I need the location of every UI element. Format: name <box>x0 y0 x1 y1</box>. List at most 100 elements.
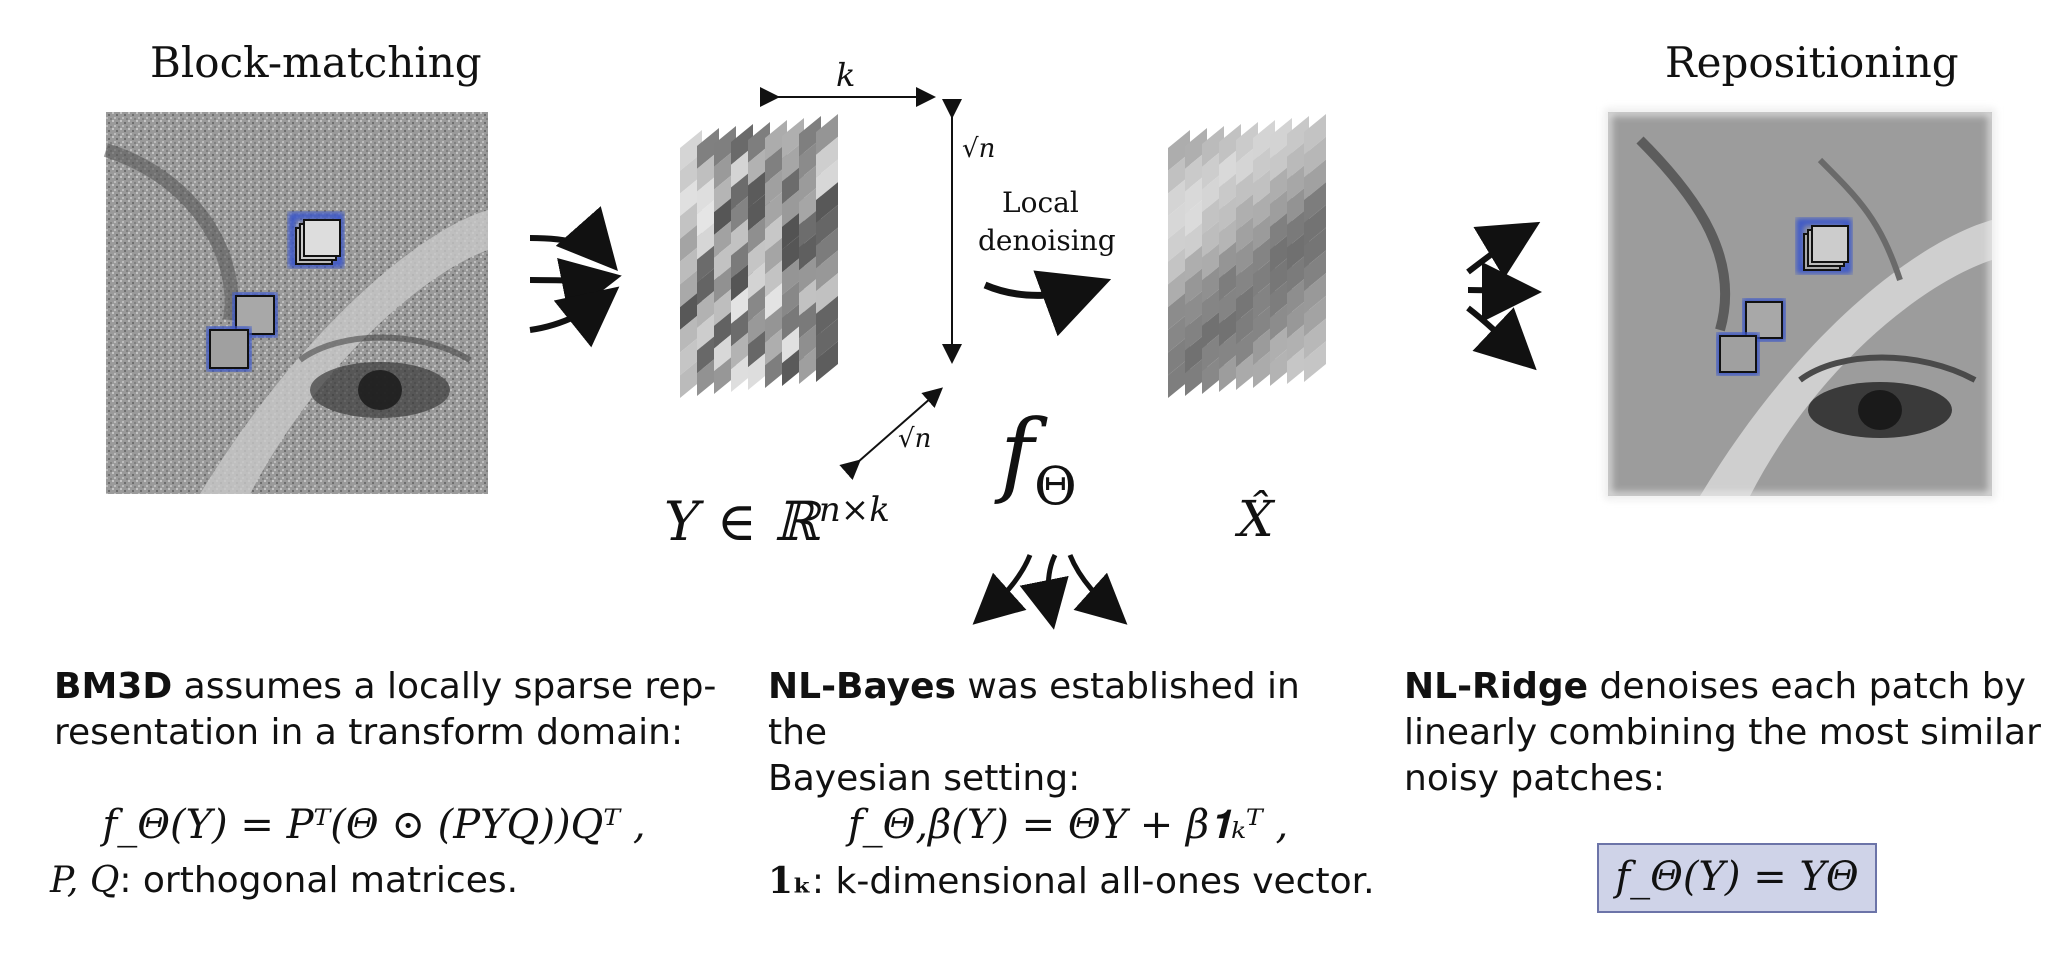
patch-cell <box>1168 198 1190 239</box>
label-k: k <box>836 56 856 94</box>
patch-cell <box>799 161 821 203</box>
patch-cell <box>1270 299 1292 341</box>
f-theta-subscript: Θ <box>1034 457 1077 518</box>
patch-cell <box>816 250 838 292</box>
patch-cell <box>1270 322 1292 364</box>
patch-cell <box>731 351 753 392</box>
patch-cell <box>765 256 787 298</box>
bm3d-text-line1: assumes a locally sparse rep- <box>172 666 717 707</box>
matched-patches-left <box>206 212 344 372</box>
scatter-arrows <box>1466 221 1542 371</box>
patch-cell <box>1304 182 1326 223</box>
patch-cell <box>1236 190 1258 231</box>
patch-cell <box>697 173 719 215</box>
patch-cell <box>1219 328 1241 370</box>
patch-cell <box>714 330 736 372</box>
patch-cell <box>1270 254 1292 296</box>
patch-cell <box>680 311 702 353</box>
label-Y-in-R: Y ∈ ℝn×k <box>664 490 890 553</box>
patch-cell <box>1219 214 1241 256</box>
patch-cell <box>1253 256 1275 298</box>
patch-cell <box>714 216 736 258</box>
nlbayes-note-vars: 𝟏ₖ <box>768 860 812 902</box>
patch-cell <box>1168 152 1190 194</box>
patch-cell <box>799 343 821 384</box>
patch-cell <box>1253 165 1275 207</box>
patch-cell <box>1185 150 1207 192</box>
nlridge-name: NL-Ridge <box>1404 666 1589 707</box>
patch-cell <box>714 285 736 326</box>
patch-cell <box>697 332 719 374</box>
bm3d-equation: f_Θ(Y) = Pᵀ(Θ ⊙ (PYQ))Qᵀ , <box>102 802 646 848</box>
patch-cell <box>1270 186 1292 227</box>
patch-cell <box>731 124 753 165</box>
patch-cell <box>782 231 804 273</box>
patch-cell <box>799 275 821 316</box>
patch-cell <box>782 140 804 182</box>
patch-cell <box>765 120 787 161</box>
patch-cell <box>748 303 770 345</box>
patch-cell <box>765 279 787 320</box>
nlbayes-name: NL-Bayes <box>768 666 956 707</box>
patch-cell <box>748 258 770 300</box>
noisy-image <box>103 112 488 494</box>
patch-cell <box>1253 279 1275 320</box>
bm3d-description: BM3D assumes a locally sparse rep- resen… <box>54 664 734 756</box>
patch-cell <box>1304 318 1326 360</box>
patch-cell <box>1185 309 1207 351</box>
patch-cell <box>799 229 821 271</box>
patch-cell <box>1236 167 1258 209</box>
patch-cell <box>1304 341 1326 382</box>
patch-cell <box>799 297 821 339</box>
patch-cell <box>782 322 804 364</box>
patch-cell <box>1202 194 1224 235</box>
patch-cell <box>1236 122 1258 163</box>
patch-cell <box>1304 227 1326 269</box>
patch-cell <box>1287 252 1309 294</box>
patch-cell <box>1219 305 1241 347</box>
patch-cell <box>1202 148 1224 190</box>
patch-cell <box>714 239 736 281</box>
patch-cell <box>1270 118 1292 159</box>
patch-cell <box>1253 301 1275 343</box>
patch-cell <box>748 122 770 163</box>
patch-cell <box>680 289 702 330</box>
patch-cell <box>1185 218 1207 260</box>
patch-cell <box>748 190 770 231</box>
patch-cell <box>697 355 719 396</box>
patch-cell <box>1202 262 1224 304</box>
patch-cell <box>1168 175 1190 217</box>
patch-cell <box>1168 266 1190 308</box>
nlbayes-text-line2: Bayesian setting: <box>768 758 1081 799</box>
patch-stack-Y <box>680 114 838 398</box>
patch-cell <box>680 357 702 398</box>
patch-cell <box>1168 289 1190 330</box>
sqrt-n-diagonal-arrow <box>839 387 944 481</box>
f-theta-f: f <box>1000 400 1035 507</box>
patch-cell <box>731 260 753 302</box>
patch-cell <box>816 114 838 155</box>
patch-cell <box>1185 355 1207 396</box>
patch-cell <box>731 169 753 211</box>
patch-cell <box>816 136 838 178</box>
patch-cell <box>1287 343 1309 384</box>
patch-cell <box>1168 311 1190 353</box>
patch-cell <box>1168 220 1190 262</box>
denoised-image <box>1605 109 1995 499</box>
patch-cell <box>1219 283 1241 324</box>
patch-cell <box>1304 295 1326 337</box>
patch-cell <box>1236 258 1258 300</box>
patch-cell <box>748 235 770 277</box>
patch-cell <box>1185 128 1207 169</box>
patch-cell <box>765 233 787 275</box>
patch-cell <box>731 237 753 279</box>
gather-arrows <box>529 206 622 348</box>
patch-cell <box>748 281 770 322</box>
patch-cell <box>697 241 719 283</box>
patch-cell <box>1168 130 1190 171</box>
bm3d-note-text: : orthogonal matrices. <box>119 860 519 901</box>
patch-cell <box>1270 345 1292 386</box>
nlridge-text-line1: denoises each patch by <box>1588 666 2026 707</box>
patch-cell <box>1185 332 1207 374</box>
